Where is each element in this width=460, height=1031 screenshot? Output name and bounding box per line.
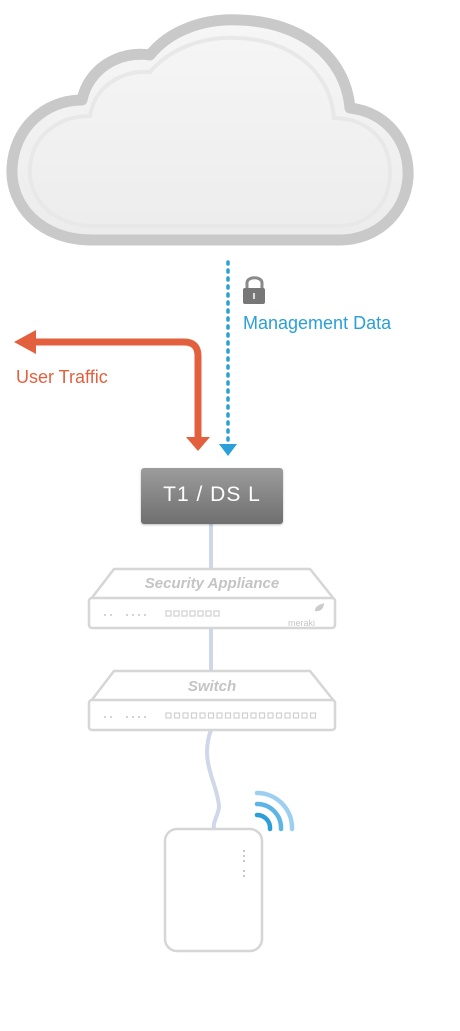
- switch: [87, 669, 337, 732]
- access-point-status-dots: [243, 850, 245, 877]
- cloud-icon: [6, 14, 414, 246]
- uplink-label: T1 / DS L: [163, 483, 261, 506]
- user-traffic-arrowhead-left: [14, 330, 36, 354]
- lock-icon: [243, 276, 265, 304]
- switch-port: [207, 712, 215, 719]
- switch-port: [267, 712, 274, 719]
- switch-port: [241, 712, 249, 719]
- switch-port: [173, 712, 181, 719]
- appliance-ports: [165, 610, 220, 617]
- switch-port: [250, 712, 257, 719]
- user-traffic-label: User Traffic: [16, 367, 108, 387]
- switch-port-dots: [104, 716, 146, 718]
- security-appliance: [87, 567, 337, 630]
- appliance-port-dots: [104, 614, 146, 616]
- switch-port: [284, 712, 291, 719]
- meraki-leaf-icon: [315, 603, 324, 612]
- uplink-box: T1 / DS L: [141, 468, 283, 524]
- user-traffic-arrow: [34, 338, 202, 438]
- switch-port: [258, 712, 266, 719]
- switch-port: [182, 712, 189, 719]
- switch-port: [216, 712, 223, 719]
- user-traffic-arrowhead-down: [186, 437, 210, 451]
- switch-port: [301, 712, 308, 719]
- brand-label: meraki: [288, 618, 315, 628]
- switch-port: [190, 712, 198, 719]
- management-data-label: Management Data: [243, 313, 392, 333]
- access-point-cable: [205, 729, 221, 830]
- switch-ports: [165, 712, 317, 719]
- management-arrowhead: [219, 444, 237, 456]
- switch-port: [275, 712, 283, 719]
- switch-port: [292, 712, 300, 719]
- access-point: [163, 827, 264, 953]
- security-appliance-label: Security Appliance: [145, 575, 280, 592]
- switch-port: [199, 712, 206, 719]
- switch-port: [309, 712, 317, 719]
- switch-port: [224, 712, 232, 719]
- wifi-signal-icon: [254, 790, 295, 832]
- switch-port: [165, 712, 172, 719]
- switch-port: [233, 712, 240, 719]
- switch-label: Switch: [188, 678, 236, 695]
